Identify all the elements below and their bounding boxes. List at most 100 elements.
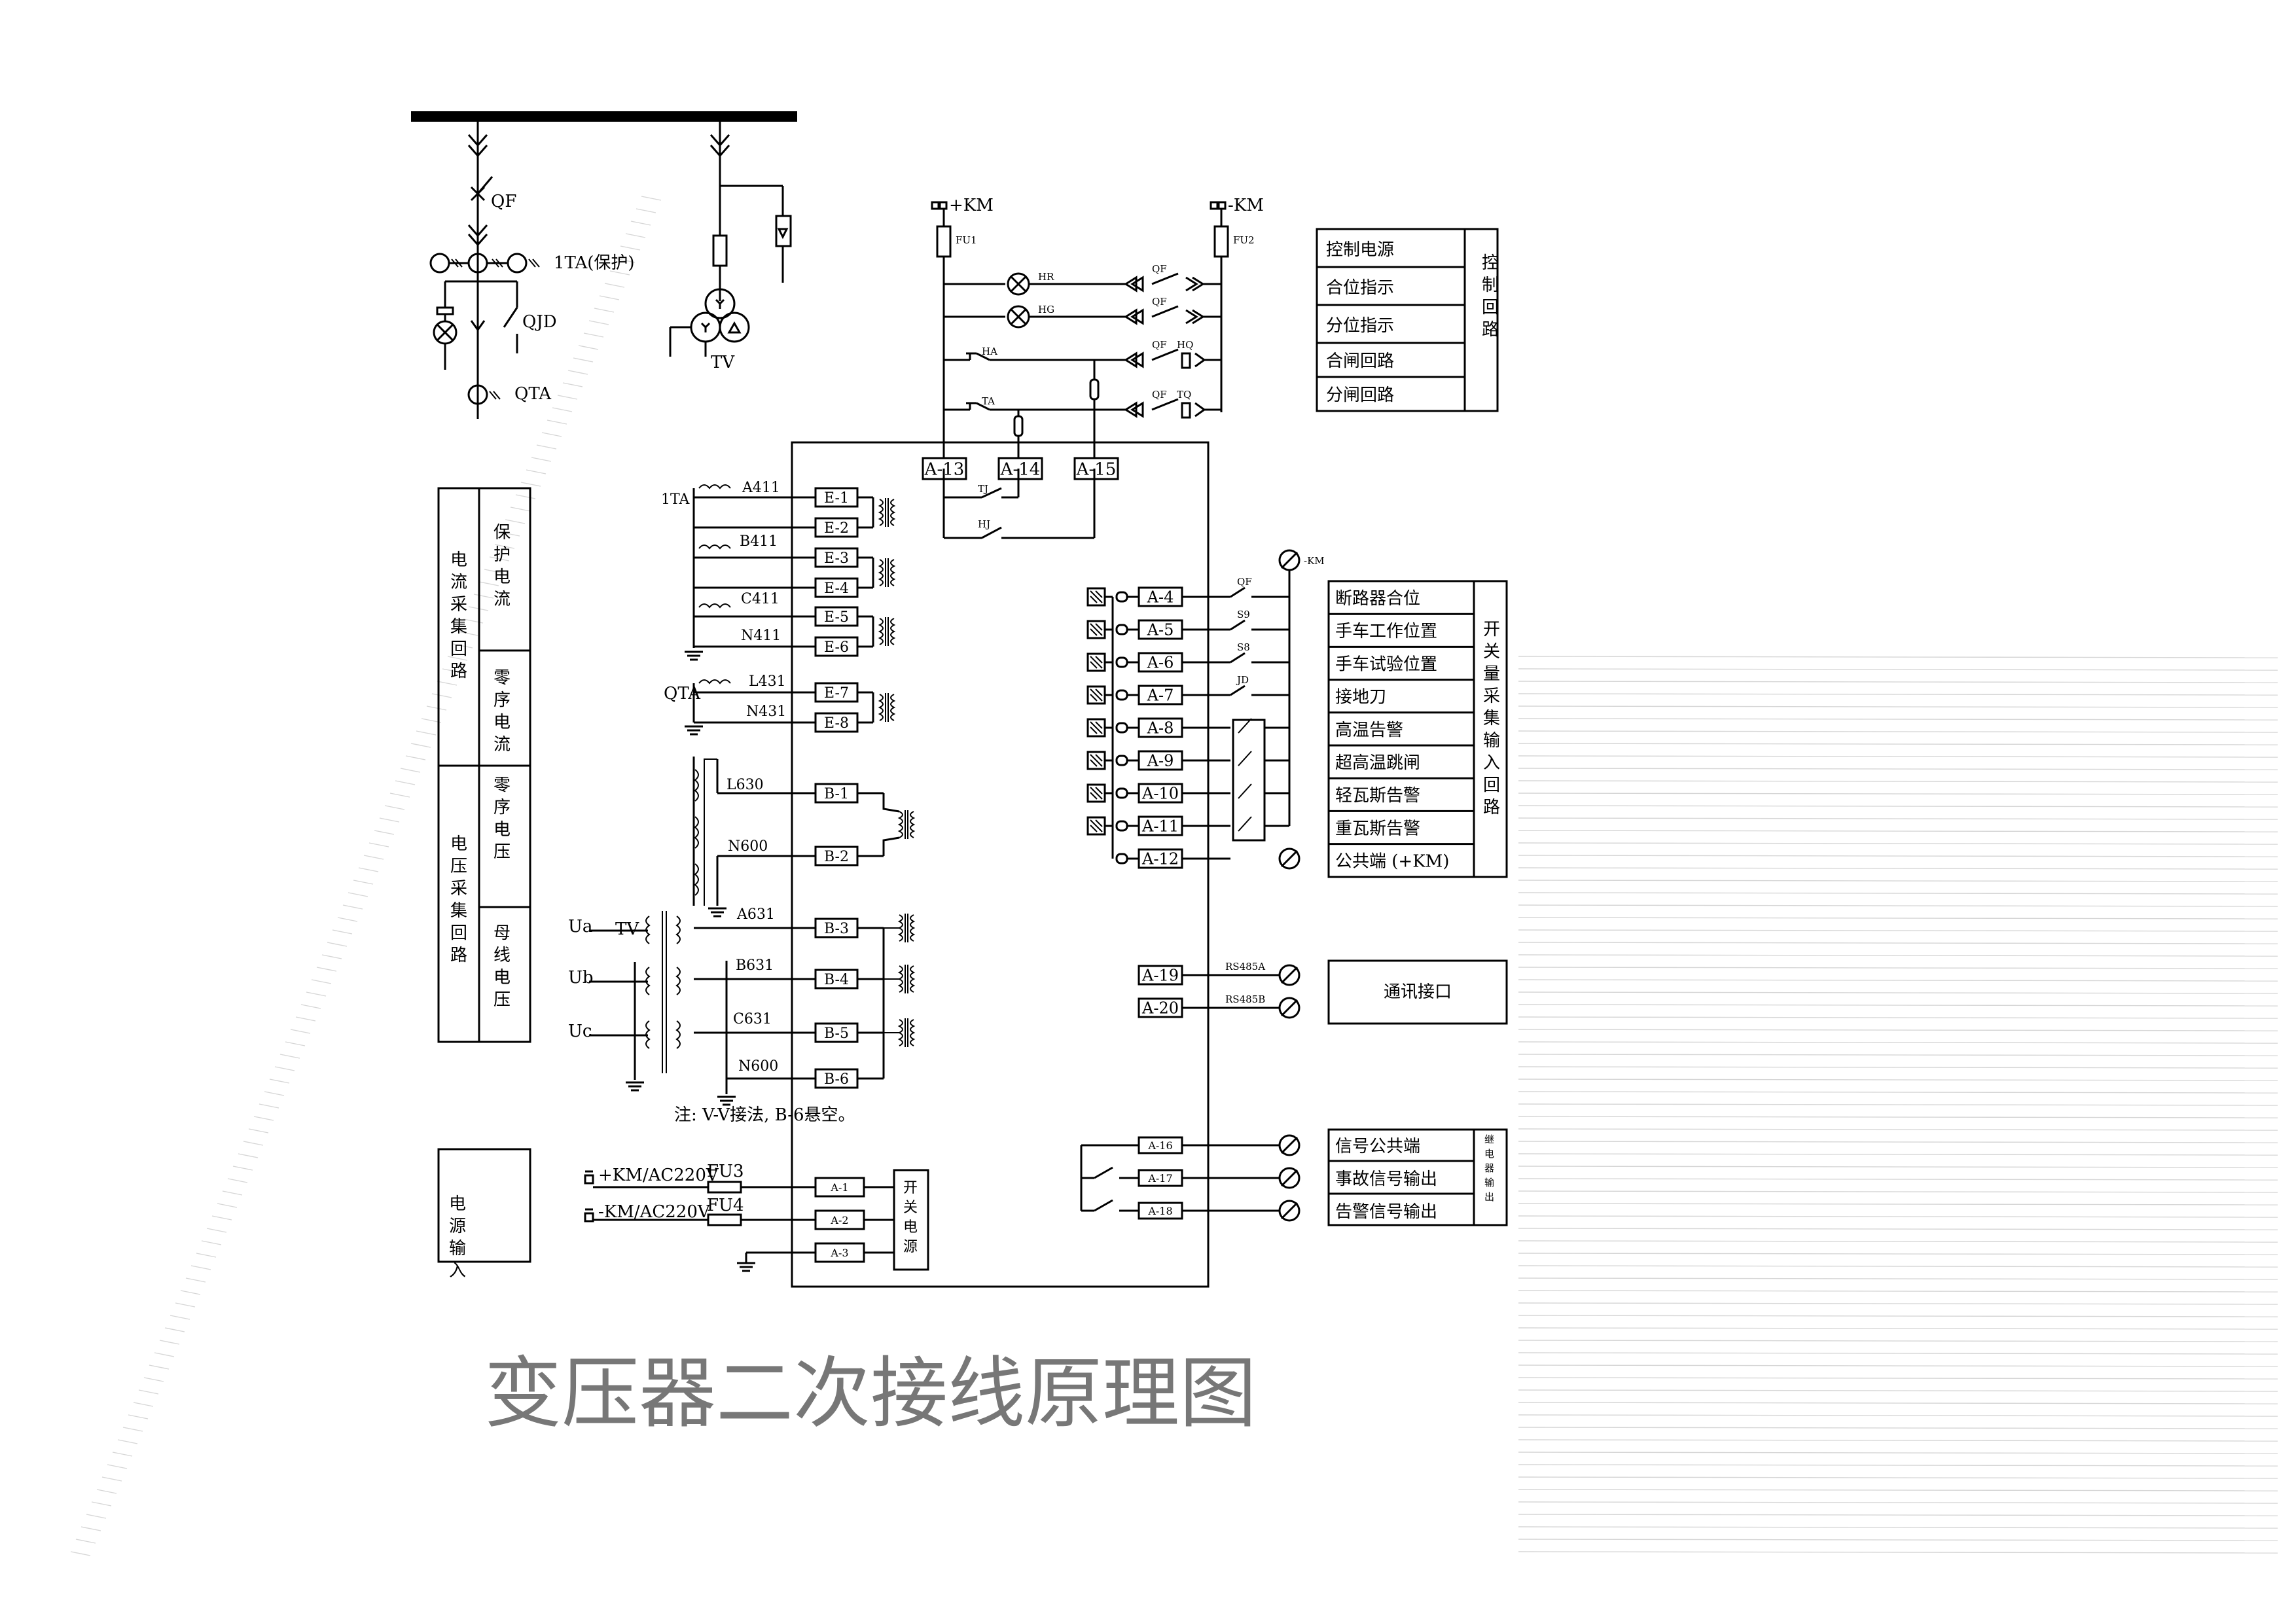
terminal-a-15-label: A-15 [1076, 459, 1117, 479]
tv-secondary-coil-2 [675, 1020, 681, 1049]
terminal-a-17: A-17 [1138, 1169, 1183, 1187]
terminal-b-5-label: B-5 [824, 1026, 849, 1042]
control-circuit: +KM FU1 -KM FU2 HR HG HA [922, 196, 1499, 539]
diode-icon-3 [1115, 689, 1128, 701]
terminal-a-19: A-19 [1138, 965, 1183, 986]
terminal-e-5: E-5 [814, 606, 859, 627]
terminal-a-9-label: A-9 [1147, 752, 1174, 770]
relay-terminal-icon-2 [1278, 1200, 1300, 1222]
left-group-table: 电流采集回路 保护电流 零序电流 电压采集回路 零序电压 母线电压 [437, 487, 531, 1043]
switch-input-circuit: -KMA-4A-5A-6A-7A-8A-9A-10A-11A-12QFS9S8J… [1086, 549, 1508, 878]
switch-input-label-3: 接地刀 [1335, 688, 1386, 707]
current-input-coil-2 [878, 617, 896, 646]
zero-current-label: 零序电流 [493, 668, 511, 755]
terminal-b-2: B-2 [814, 846, 859, 866]
current-ground-icon [685, 651, 703, 661]
terminal-e-4-label: E-4 [824, 580, 849, 597]
terminal-a-15: A-15 [1073, 457, 1119, 480]
zero-current-ground-icon [685, 725, 703, 736]
breaker-label: QF [491, 192, 516, 211]
terminal-e-5-box [814, 606, 859, 627]
power-minus-label: -KM/AC220V [598, 1202, 711, 1222]
current-wire-0: A411 [742, 480, 780, 496]
fu2-label: FU2 [1233, 234, 1255, 246]
vt-fuse [712, 234, 728, 267]
earth-switch-label: QJD [522, 312, 557, 332]
tv-secondary-coil-0 [675, 916, 681, 944]
terminal-a-10-label: A-10 [1141, 785, 1179, 803]
terminal-b-1: B-1 [814, 783, 859, 804]
terminal-a-10: A-10 [1138, 783, 1183, 804]
ct-coil-3 [698, 679, 731, 685]
current-wire-3: N411 [741, 628, 781, 644]
tv-primary-coil-2 [645, 1020, 651, 1049]
current-input-coil-1 [878, 558, 896, 587]
terminal-a-8-label: A-8 [1147, 719, 1174, 738]
ct-coil-1 [698, 544, 731, 550]
terminal-a-14: A-14 [997, 457, 1043, 480]
terminal-e-3-label: E-3 [824, 550, 849, 567]
bus-vt-ground-icon [717, 1096, 736, 1106]
terminal-a-8-box [1138, 717, 1183, 738]
switch-input-label-7: 重瓦斯告警 [1335, 819, 1420, 838]
terminal-a-1: A-1 [814, 1177, 865, 1198]
vt-zero-coil-2 [694, 863, 699, 896]
ctrl-row-4: 分闸回路 [1326, 385, 1394, 405]
ctrl-row-3: 合闸回路 [1326, 351, 1394, 371]
terminal-a-3: A-3 [814, 1242, 865, 1263]
diode-icon-6 [1115, 787, 1128, 799]
fu1-label: FU1 [956, 234, 977, 246]
gas-temp-relay-icon [1232, 719, 1266, 842]
bus-voltage-input-coil-b [897, 965, 916, 993]
voltage-wire-4: C631 [733, 1011, 772, 1027]
switch-input-label-5: 超高温跳闸 [1335, 753, 1420, 773]
vt-label: TV [711, 353, 735, 372]
current-wire-5: N431 [746, 704, 786, 720]
terminal-a-4-label: A-4 [1147, 588, 1174, 607]
ct-1ta-label: 1TA [661, 491, 690, 508]
terminal-a-8: A-8 [1138, 717, 1183, 738]
terminal-a-16: A-16 [1138, 1136, 1183, 1154]
terminal-e-1-label: E-1 [824, 490, 849, 507]
current-wire-2: C411 [741, 591, 780, 607]
relay-label-2: 告警信号输出 [1335, 1202, 1437, 1222]
tv-secondary-coil-1 [675, 967, 681, 995]
terminal-a-17-label: A-17 [1147, 1172, 1172, 1185]
qf-aux-4: QF [1152, 389, 1167, 401]
relay-contact-1 [1094, 1166, 1113, 1179]
terminal-e-1: E-1 [814, 487, 859, 508]
ha-label: HA [982, 346, 997, 357]
voltage-wire-2: A631 [736, 906, 775, 923]
terminal-a-20-box [1138, 997, 1183, 1018]
ctrl-row-0: 控制电源 [1326, 240, 1394, 260]
terminal-a-4-box [1138, 586, 1183, 607]
ct-qta-label: QTA [664, 684, 701, 704]
ct-zero-label: QTA [514, 384, 552, 404]
comm-terminal-icon-0 [1278, 964, 1300, 986]
tj-label: TJ [978, 483, 988, 495]
terminal-a-3-label: A-3 [830, 1247, 848, 1259]
voltage-note: 注: V-V接法, B-6悬空。 [674, 1105, 855, 1125]
terminal-e-8: E-8 [814, 712, 859, 733]
terminal-b-2-box [814, 846, 859, 866]
terminal-b-5: B-5 [814, 1022, 859, 1043]
comm-box [1327, 959, 1508, 1025]
comm-line-1: RS485B [1225, 993, 1265, 1005]
power-module-label: 开关电源 [903, 1180, 918, 1255]
hj-label: HJ [978, 518, 990, 530]
ct-coil-0 [698, 484, 731, 490]
switch-input-label-0: 断路器合位 [1335, 589, 1420, 609]
power-plus-label: +KM/AC220V [598, 1166, 719, 1185]
terminal-a-4: A-4 [1138, 586, 1183, 607]
bus-voltage-input-coil-a [897, 914, 916, 942]
relay-label-1: 事故信号输出 [1335, 1169, 1437, 1189]
terminal-a-9: A-9 [1138, 750, 1183, 771]
plus-km-label: +KM [949, 196, 994, 215]
terminal-a-5-box [1138, 619, 1183, 640]
terminal-a-6-label: A-6 [1147, 654, 1174, 672]
voltage-wire-1: N600 [728, 838, 768, 855]
terminal-a-12-label: A-12 [1141, 850, 1179, 868]
